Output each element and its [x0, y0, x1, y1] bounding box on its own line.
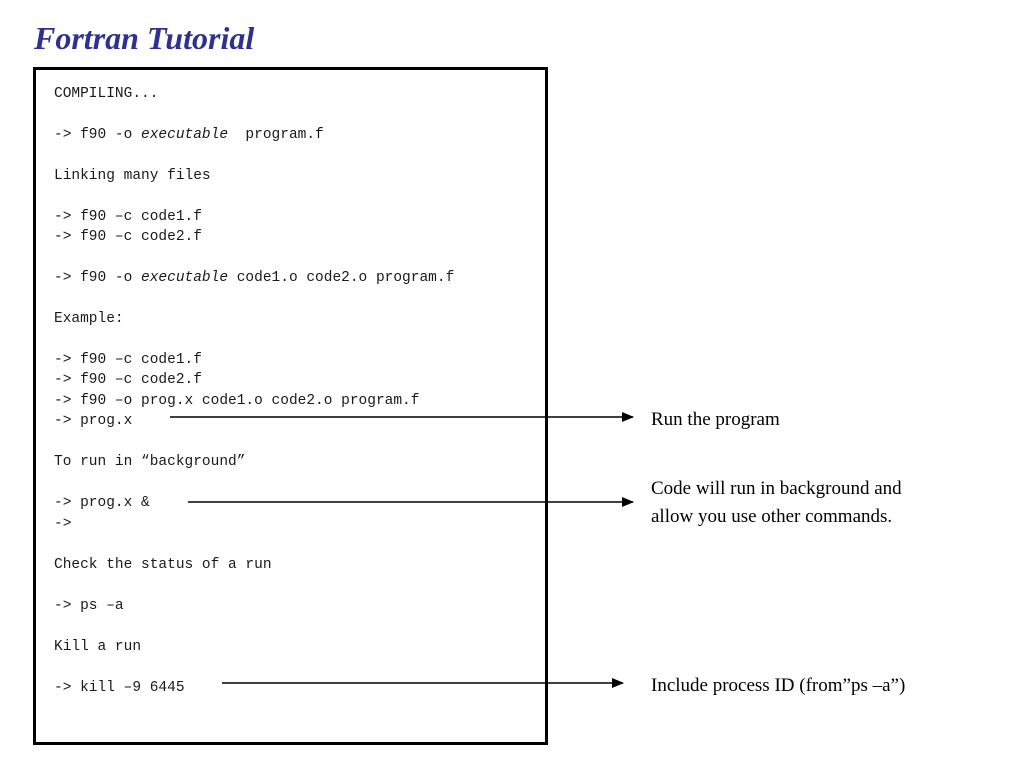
code-line-background-2: ->: [54, 516, 72, 532]
annotation-background-line1: Code will run in background and: [651, 478, 902, 499]
code-text: code1.o code2.o program.f: [228, 270, 455, 286]
code-line-example: Example:: [54, 311, 124, 327]
code-text: -> f90 -o: [54, 127, 142, 143]
code-line-background: To run in “background”: [54, 454, 246, 470]
annotation-run: Run the program: [651, 409, 780, 430]
code-line-example-3: -> f90 –o prog.x code1.o code2.o program…: [54, 393, 420, 409]
code-line-example-2: -> f90 –c code2.f: [54, 372, 202, 388]
slide-title: Fortran Tutorial: [34, 20, 255, 56]
code-italic-text: executable: [141, 270, 229, 286]
code-text: program.f: [228, 127, 324, 143]
code-line-kill-label: Kill a run: [54, 639, 142, 655]
code-panel: COMPILING... -> f90 -o executable progra…: [33, 67, 548, 745]
code-line-example-1: -> f90 –c code1.f: [54, 352, 202, 368]
code-line-compiling: COMPILING...: [54, 86, 159, 102]
code-line-compile-code1: -> f90 –c code1.f: [54, 209, 202, 225]
code-line-compile-single: -> f90 -o executable program.f: [54, 126, 324, 144]
code-text: -> f90 -o: [54, 270, 142, 286]
annotation-process-id: Include process ID (from”ps –a”): [651, 675, 906, 696]
code-line-status: Check the status of a run: [54, 557, 272, 573]
annotation-background: Code will run in background and allow yo…: [651, 475, 902, 531]
code-italic-text: executable: [141, 127, 229, 143]
code-line-compile-code2: -> f90 –c code2.f: [54, 229, 202, 245]
code-line-background-1: -> prog.x &: [54, 495, 150, 511]
code-line-ps: -> ps –a: [54, 598, 124, 614]
code-line-linking: Linking many files: [54, 168, 211, 184]
code-line-kill-cmd: -> kill –9 6445: [54, 680, 185, 696]
code-line-link: -> f90 -o executable code1.o code2.o pro…: [54, 269, 454, 287]
code-line-example-4: -> prog.x: [54, 413, 133, 429]
annotation-background-line2: allow you use other commands.: [651, 506, 893, 527]
